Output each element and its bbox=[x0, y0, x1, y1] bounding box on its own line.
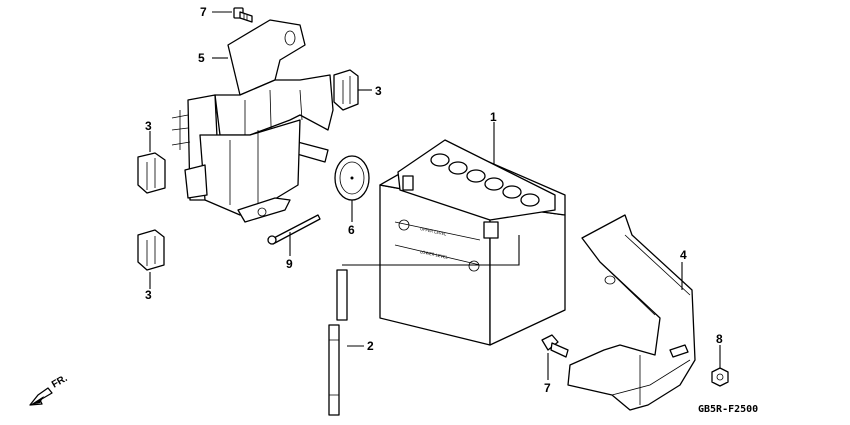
callout-7-bottom: 7 bbox=[544, 381, 551, 395]
bolt-top bbox=[233, 7, 253, 23]
callout-3-right: 3 bbox=[375, 84, 382, 98]
callout-2: 2 bbox=[367, 339, 374, 353]
diagram-code: GB5R-F2500 bbox=[698, 404, 758, 415]
callout-numbers: 7 5 3 3 1 6 9 4 3 2 8 7 bbox=[145, 5, 723, 395]
rubber-disc bbox=[334, 155, 370, 201]
leader-lines bbox=[149, 11, 721, 380]
callout-3-left-upper: 3 bbox=[145, 119, 152, 133]
callout-7-top: 7 bbox=[200, 5, 207, 19]
callout-6: 6 bbox=[348, 223, 355, 237]
callout-4: 4 bbox=[680, 248, 687, 262]
nut bbox=[711, 367, 729, 387]
callout-8: 8 bbox=[716, 332, 723, 346]
rubber-pad-left-upper bbox=[137, 152, 166, 194]
rubber-pad-left-lower bbox=[137, 229, 165, 271]
bolt-bottom bbox=[541, 334, 569, 358]
lower-level-label: LOWER LEVEL bbox=[420, 249, 449, 260]
callout-5: 5 bbox=[198, 51, 205, 65]
battery: UPPER LEVEL LOWER LEVEL bbox=[342, 139, 566, 346]
upper-level-label: UPPER LEVEL bbox=[420, 226, 448, 237]
battery-holder-bracket bbox=[171, 19, 334, 223]
cotter-pin bbox=[267, 214, 321, 245]
callout-3-left-lower: 3 bbox=[145, 288, 152, 302]
callout-9: 9 bbox=[286, 257, 293, 271]
callout-1: 1 bbox=[490, 110, 497, 124]
front-direction-arrow-icon bbox=[29, 387, 53, 406]
breather-tube bbox=[328, 269, 348, 416]
direction-label: FR. bbox=[50, 373, 70, 391]
rubber-pad-right bbox=[333, 69, 359, 111]
battery-cell-caps bbox=[430, 153, 540, 207]
battery-stay bbox=[567, 214, 696, 411]
